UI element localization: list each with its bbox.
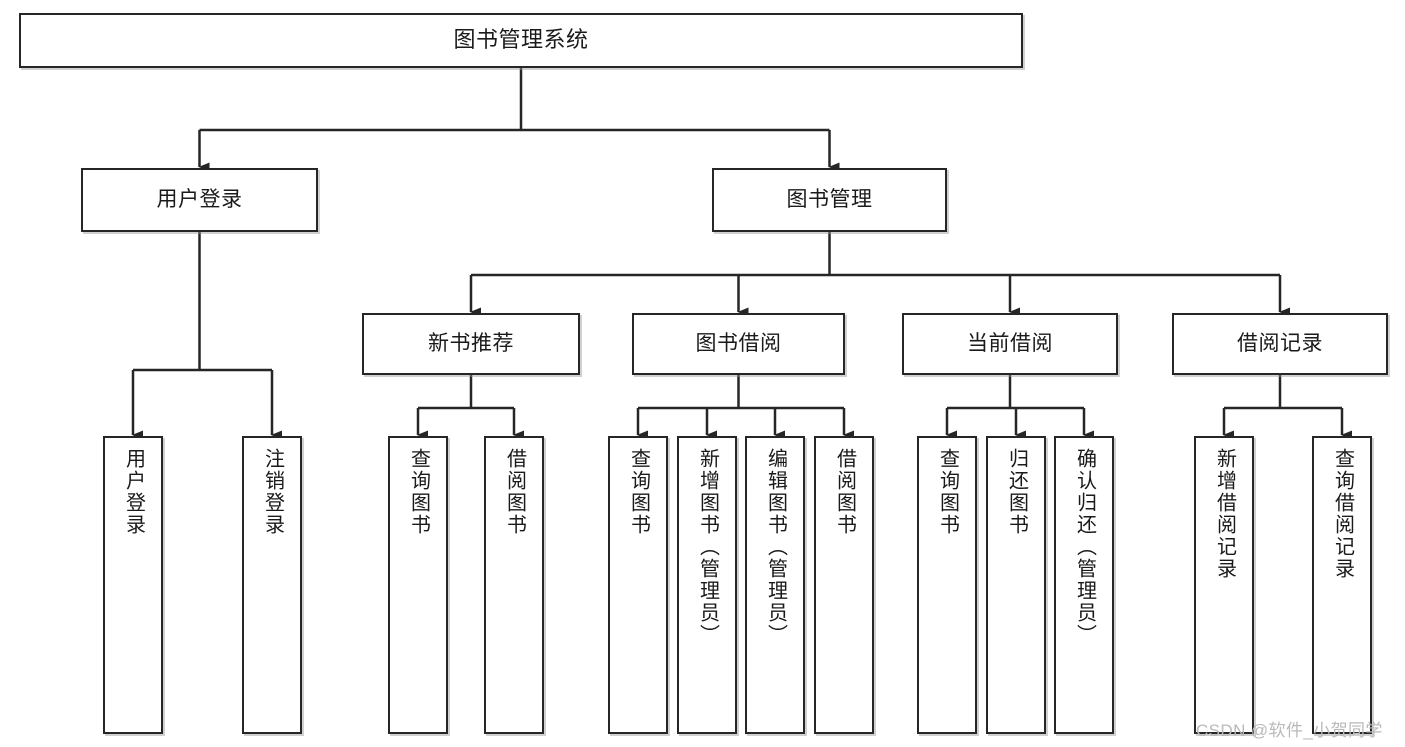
node-leaf-edit-book-admin-label: 编辑图书（管理员） (764, 448, 787, 646)
node-borrow-record-label: 借阅记录 (1237, 332, 1323, 356)
node-book-borrow[interactable]: 图书借阅 (632, 313, 845, 375)
node-user-login-label: 用户登录 (156, 188, 243, 212)
watermark: CSDN @软件_小贺同学 (1196, 721, 1383, 740)
node-leaf-query-book-borrow[interactable]: 查询图书 (608, 436, 668, 734)
node-root[interactable]: 图书管理系统 (19, 13, 1023, 68)
node-leaf-user-logout[interactable]: 注销登录 (242, 436, 302, 734)
node-leaf-confirm-return-label: 确认归还（管理员） (1073, 448, 1096, 646)
node-book-manage[interactable]: 图书管理 (712, 168, 947, 232)
node-leaf-add-borrow-record-label: 新增借阅记录 (1213, 448, 1236, 580)
node-leaf-borrow-book-label: 借阅图书 (833, 448, 856, 536)
node-leaf-user-login[interactable]: 用户登录 (103, 436, 163, 734)
node-current-borrow-label: 当前借阅 (967, 332, 1053, 356)
node-borrow-record[interactable]: 借阅记录 (1172, 313, 1388, 375)
node-new-book-recommend[interactable]: 新书推荐 (362, 313, 580, 375)
node-leaf-borrow-book-new-label: 借阅图书 (503, 448, 526, 536)
node-leaf-user-logout-label: 注销登录 (261, 448, 284, 536)
node-leaf-user-login-label: 用户登录 (122, 448, 145, 536)
node-book-borrow-label: 图书借阅 (695, 332, 782, 356)
node-leaf-query-book-current-label: 查询图书 (936, 448, 959, 536)
node-root-label: 图书管理系统 (453, 27, 589, 53)
node-leaf-return-book[interactable]: 归还图书 (986, 436, 1046, 734)
node-leaf-query-book-new-label: 查询图书 (407, 448, 430, 536)
node-user-login[interactable]: 用户登录 (81, 168, 318, 232)
node-leaf-borrow-book[interactable]: 借阅图书 (814, 436, 874, 734)
node-leaf-edit-book-admin[interactable]: 编辑图书（管理员） (745, 436, 805, 734)
node-leaf-confirm-return[interactable]: 确认归还（管理员） (1054, 436, 1114, 734)
node-current-borrow[interactable]: 当前借阅 (902, 313, 1118, 375)
node-leaf-add-borrow-record[interactable]: 新增借阅记录 (1194, 436, 1254, 734)
node-leaf-query-borrow-record[interactable]: 查询借阅记录 (1312, 436, 1372, 734)
node-leaf-add-book-admin[interactable]: 新增图书（管理员） (677, 436, 737, 734)
node-leaf-query-book-borrow-label: 查询图书 (627, 448, 650, 536)
node-leaf-query-borrow-record-label: 查询借阅记录 (1331, 448, 1354, 580)
node-leaf-add-book-admin-label: 新增图书（管理员） (696, 448, 719, 646)
node-new-book-recommend-label: 新书推荐 (428, 332, 514, 356)
node-leaf-query-book-new[interactable]: 查询图书 (388, 436, 448, 734)
node-book-manage-label: 图书管理 (786, 188, 873, 212)
node-leaf-borrow-book-new[interactable]: 借阅图书 (484, 436, 544, 734)
node-leaf-query-book-current[interactable]: 查询图书 (917, 436, 977, 734)
node-leaf-return-book-label: 归还图书 (1005, 448, 1028, 536)
